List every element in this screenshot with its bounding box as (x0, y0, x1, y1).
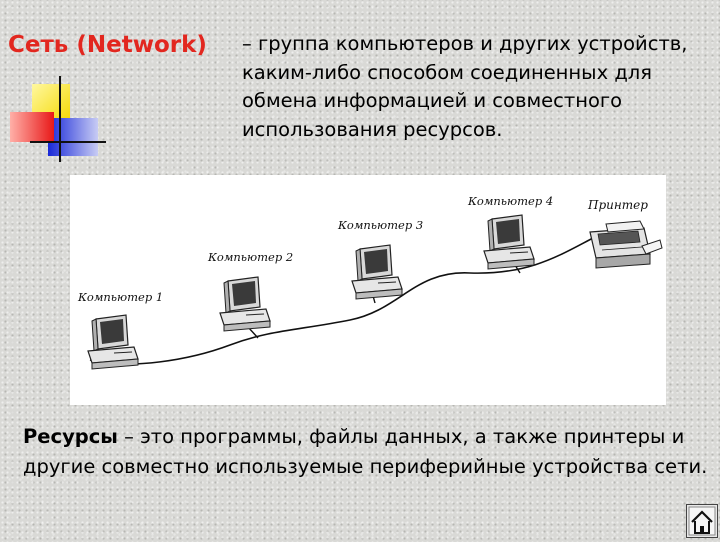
computer-3-label: Компьютер 3 (337, 218, 423, 232)
home-icon (686, 504, 718, 538)
computer-2-icon (219, 276, 271, 332)
decorative-squares (10, 76, 106, 162)
printer-icon (589, 220, 663, 269)
home-button[interactable] (686, 504, 718, 538)
computer-4-icon (483, 214, 535, 270)
computer-2-label: Компьютер 2 (207, 250, 293, 264)
red-square (10, 112, 54, 142)
computer-3-icon (351, 244, 403, 300)
slide-title: Сеть (Network) (8, 32, 207, 58)
resources-description: – это программы, файлы данных, а также п… (23, 425, 708, 478)
network-diagram: Компьютер 1 Компьютер 2 Компьютер 3 Комп… (70, 175, 666, 405)
blue-square (48, 118, 98, 156)
computer-1-icon (87, 314, 139, 370)
printer-label: Принтер (587, 198, 648, 212)
computer-4-label: Компьютер 4 (467, 194, 553, 208)
resources-text: Ресурсы – это программы, файлы данных, а… (23, 422, 713, 482)
network-cable (89, 236, 596, 365)
resources-term: Ресурсы (23, 425, 118, 448)
computer-1-label: Компьютер 1 (77, 290, 163, 304)
definition-text: – группа компьютеров и других устройств,… (242, 32, 688, 141)
